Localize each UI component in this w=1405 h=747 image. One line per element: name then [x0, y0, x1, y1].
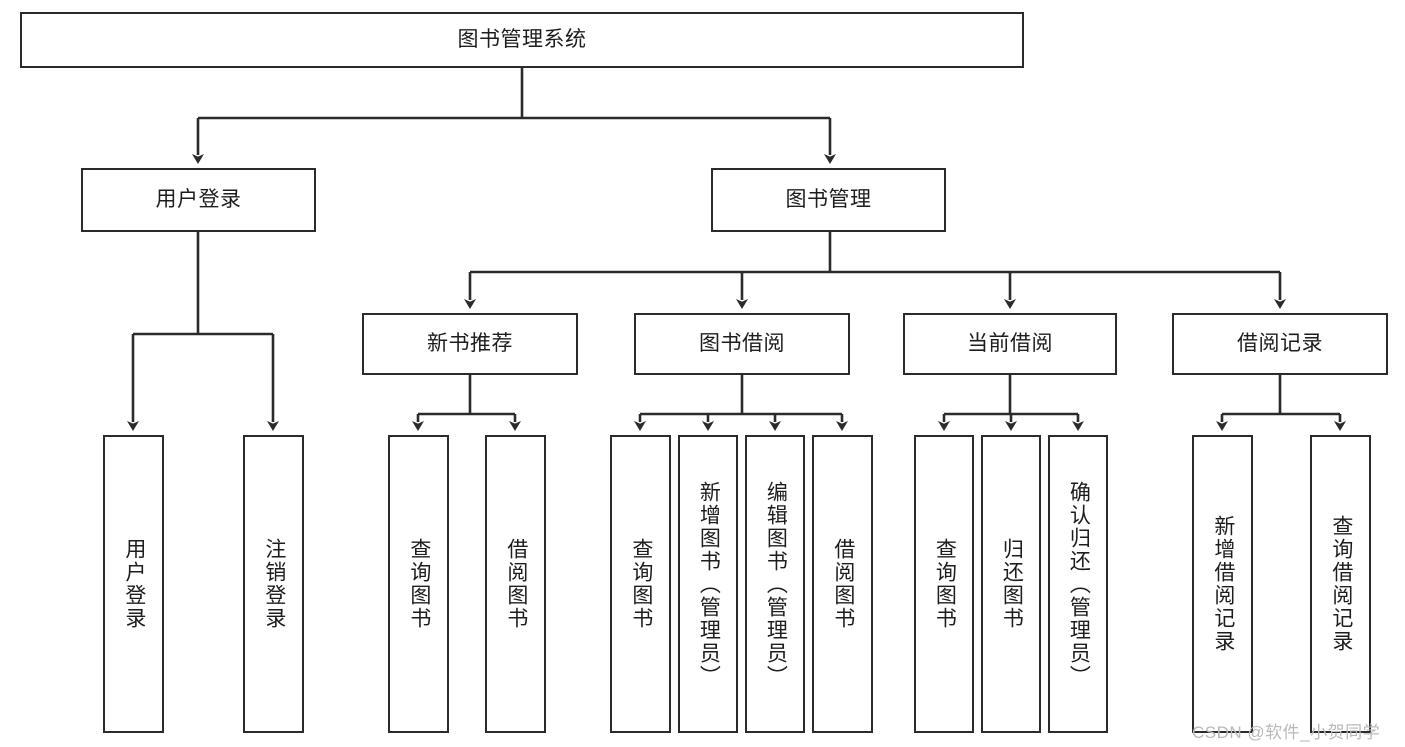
node-leaf-query-book-borrow[interactable]: 查询图书	[610, 435, 671, 733]
node-leaf-user-login[interactable]: 用户登录	[103, 435, 164, 733]
node-book-borrow-label: 图书借阅	[699, 331, 785, 355]
node-leaf-add-borrow-record-label: 新增借阅记录	[1211, 515, 1235, 653]
node-leaf-logout[interactable]: 注销登录	[243, 435, 304, 733]
node-current-borrow[interactable]: 当前借阅	[903, 313, 1117, 375]
node-leaf-borrow-book-label: 借阅图书	[831, 538, 855, 630]
node-leaf-borrow-book-recommend-label: 借阅图书	[504, 538, 528, 630]
node-leaf-borrow-book[interactable]: 借阅图书	[812, 435, 873, 733]
node-leaf-query-borrow-record[interactable]: 查询借阅记录	[1310, 435, 1371, 733]
node-leaf-query-book-recommend-label: 查询图书	[407, 538, 431, 630]
node-book-manage-label: 图书管理	[785, 187, 872, 211]
node-leaf-return-book[interactable]: 归还图书	[981, 435, 1041, 733]
node-leaf-query-borrow-record-label: 查询借阅记录	[1329, 515, 1353, 653]
node-leaf-add-borrow-record[interactable]: 新增借阅记录	[1192, 435, 1253, 733]
node-leaf-query-book-current-label: 查询图书	[933, 538, 957, 630]
node-book-manage[interactable]: 图书管理	[711, 168, 946, 232]
watermark-text: CSDN @软件_小贺同学	[1192, 723, 1381, 742]
node-borrow-record[interactable]: 借阅记录	[1172, 313, 1388, 375]
node-borrow-record-label: 借阅记录	[1237, 331, 1323, 355]
node-root-label: 图书管理系统	[457, 27, 587, 51]
node-user-login[interactable]: 用户登录	[81, 168, 316, 232]
node-leaf-return-book-label: 归还图书	[1000, 538, 1024, 630]
node-leaf-user-login-label: 用户登录	[122, 538, 146, 630]
node-leaf-query-book-borrow-label: 查询图书	[629, 538, 653, 630]
node-leaf-confirm-return-label: 确认归还（管理员）	[1067, 480, 1091, 688]
node-root[interactable]: 图书管理系统	[20, 12, 1024, 68]
node-leaf-add-book[interactable]: 新增图书（管理员）	[678, 435, 738, 733]
node-leaf-logout-label: 注销登录	[262, 538, 286, 630]
node-leaf-query-book-current[interactable]: 查询图书	[914, 435, 974, 733]
node-leaf-add-book-label: 新增图书（管理员）	[697, 480, 721, 688]
node-current-borrow-label: 当前借阅	[967, 331, 1053, 355]
node-new-book-recommend[interactable]: 新书推荐	[362, 313, 578, 375]
node-leaf-query-book-recommend[interactable]: 查询图书	[388, 435, 449, 733]
node-leaf-edit-book[interactable]: 编辑图书（管理员）	[745, 435, 805, 733]
node-leaf-edit-book-label: 编辑图书（管理员）	[764, 480, 788, 688]
node-book-borrow[interactable]: 图书借阅	[634, 313, 850, 375]
node-leaf-confirm-return[interactable]: 确认归还（管理员）	[1048, 435, 1108, 733]
node-user-login-label: 用户登录	[155, 187, 242, 211]
node-new-book-recommend-label: 新书推荐	[427, 331, 513, 355]
node-leaf-borrow-book-recommend[interactable]: 借阅图书	[485, 435, 546, 733]
